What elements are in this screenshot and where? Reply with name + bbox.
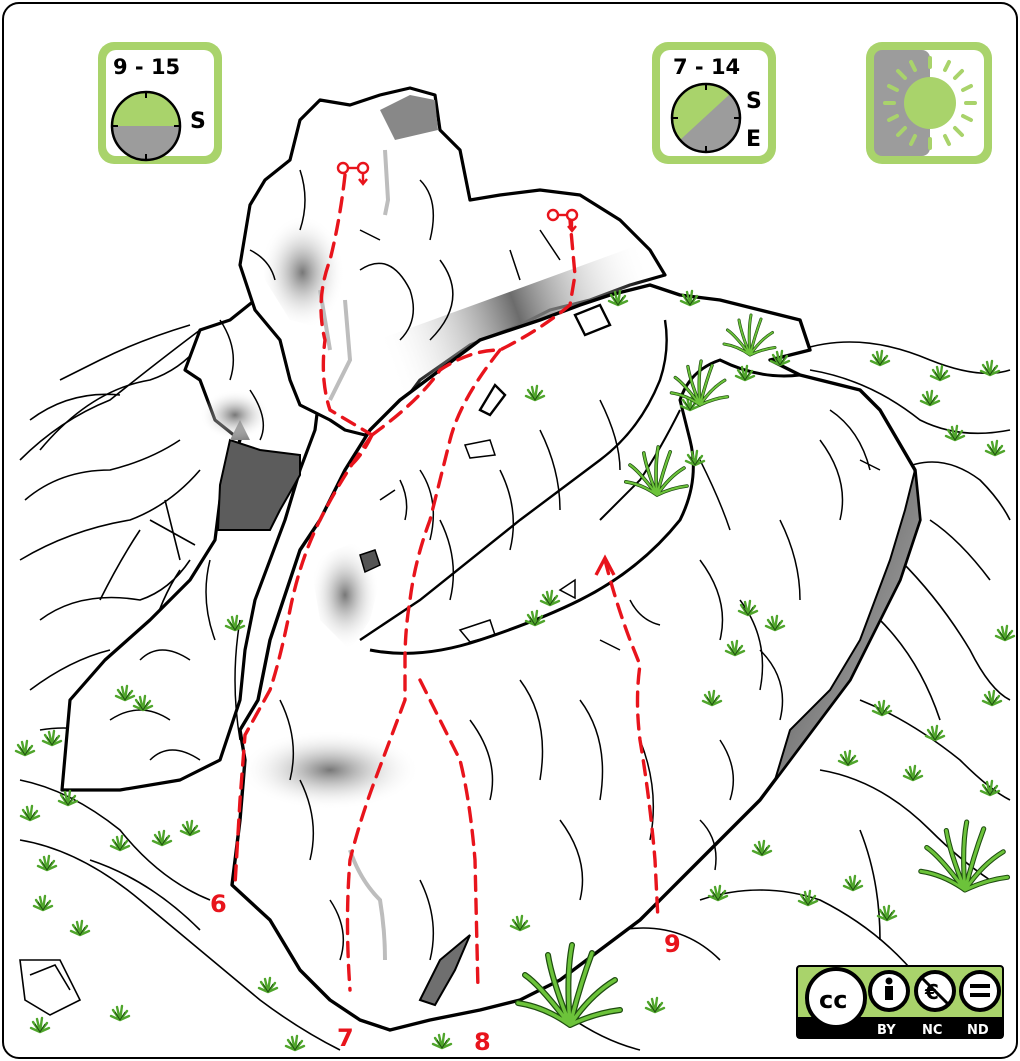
route-number-7: 7 [337, 1024, 354, 1052]
badge-south-dir: S [190, 109, 206, 134]
by-label: BY [877, 1023, 896, 1038]
badge-southeast-time: 7 - 14 [673, 55, 740, 79]
badge-southeast-dir1: S [746, 89, 762, 114]
sun-icon [866, 42, 992, 164]
route-number-6: 6 [210, 890, 227, 918]
route-number-8: 8 [474, 1028, 491, 1056]
sun-exposure-badge-southeast: 7 - 14 S E [652, 42, 776, 164]
badge-south-time: 9 - 15 [113, 55, 180, 79]
badge-southeast-dir2: E [746, 127, 761, 152]
nd-icon [961, 972, 999, 1010]
cc-label: cc [819, 986, 847, 1014]
nd-label: ND [967, 1023, 989, 1038]
nc-label: NC [922, 1023, 942, 1038]
sun-exposure-badge-south: 9 - 15 S [98, 42, 222, 164]
cc-license-badge: cc € BY NC ND [797, 966, 1003, 1038]
route-number-9: 9 [664, 930, 681, 958]
